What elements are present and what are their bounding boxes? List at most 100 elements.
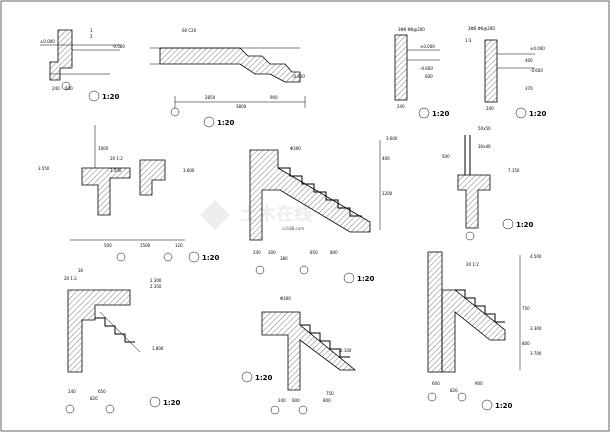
d4-note-1: 1:3 <box>465 38 472 43</box>
d6-dim-4: 380 <box>280 256 288 261</box>
d7-mark <box>502 218 514 230</box>
detail-7: 50x50 30x40 500 7.150 1:20 <box>442 126 534 241</box>
d5-elev-2: 3.600 <box>183 168 195 173</box>
detail-3: 3Φ6 Φ6@200 ±0.000 -0.600 240 600 1:20 <box>394 27 450 119</box>
d8-dim-0: 240 <box>68 389 76 394</box>
detail-8: 20 1:2 30 2.300 2.350 1.800 240 650 820 … <box>64 268 181 414</box>
d4-dim-0: 240 <box>486 106 494 111</box>
d1-elev-1: -0.060 <box>112 44 125 49</box>
d5-dim-0: 500 <box>104 243 112 248</box>
d3-scale: 1:20 <box>432 110 450 118</box>
d6-scale: 1:20 <box>357 275 375 283</box>
detail-4: 3Φ6 Φ6@200 1:3 ±0.000 -0.600 240 370 400… <box>465 26 547 119</box>
d9-dim-2: 750 <box>326 391 334 396</box>
d3-dim-1: 600 <box>425 74 433 79</box>
d5-mark <box>188 251 200 263</box>
d2-dim-1: 900 <box>270 95 278 100</box>
d10-note-1: 750 <box>522 306 530 311</box>
d8-note-0: 20 1:2 <box>64 276 77 281</box>
d10-note-0: 20 1:2 <box>466 262 479 267</box>
d10-dim-1: 820 <box>450 388 458 393</box>
d8-elev-2: 1.800 <box>152 346 164 351</box>
d9-mark <box>241 371 253 383</box>
d4-scale: 1:20 <box>529 110 547 118</box>
d9-elev: 2.100 <box>340 348 352 353</box>
d9-note-0: Φ300 <box>280 296 291 301</box>
d10-elev-2: 3.700 <box>530 351 542 356</box>
d1-note-2: 2 <box>90 34 93 39</box>
d6-dim-1: 300 <box>268 250 276 255</box>
d6-mark <box>343 272 355 284</box>
d3-elev-0: ±0.000 <box>420 44 435 49</box>
d7-dim-2: 500 <box>442 154 450 159</box>
d8-elev-1: 2.350 <box>150 284 162 289</box>
d3-elev-1: -0.600 <box>420 66 433 71</box>
d1-dim-1: 600 <box>65 86 73 91</box>
d1-elev-0: ±0.000 <box>40 39 55 44</box>
d8-elev-0: 2.300 <box>150 278 162 283</box>
d9-dim-1: 600 <box>292 398 300 403</box>
d5-elev-1: 3.500 <box>110 168 122 173</box>
d4-mark <box>515 107 527 119</box>
d8-scale: 1:20 <box>163 399 181 407</box>
d9-dim-3: 800 <box>323 398 331 403</box>
detail-5: 3.550 3.500 3.600 20 1:2 1000 500 1500 1… <box>38 125 220 263</box>
d10-dim-0: 600 <box>432 381 440 386</box>
d10-dim-2: 900 <box>475 381 483 386</box>
d4-elev-0: ±0.000 <box>530 46 545 51</box>
d2-elev: -0.600 <box>292 74 305 79</box>
d10-note-2: 800 <box>522 341 530 346</box>
d8-mark <box>149 396 161 408</box>
d2-dim-2: 3800 <box>236 104 247 109</box>
d9-scale: 1:20 <box>255 374 273 382</box>
detail-2: 60 C20 2850 900 3800 -0.600 1:20 <box>150 28 305 128</box>
detail-9: Φ300 2.100 240 600 750 800 1:20 <box>241 296 357 415</box>
d8-note-1: 30 <box>78 268 84 273</box>
d1-mark <box>88 90 100 102</box>
d6-dim-2: 850 <box>310 250 318 255</box>
d3-dim-0: 240 <box>397 104 405 109</box>
d8-dim-2: 820 <box>90 396 98 401</box>
d2-note: 60 C20 <box>182 28 197 33</box>
d2-mark <box>203 116 215 128</box>
detail-10: 20 1:2 750 800 4.500 3.300 3.700 600 820… <box>427 251 542 411</box>
d1-note-1: 1 <box>90 28 93 33</box>
d7-dim-1: 30x40 <box>478 144 491 149</box>
d5-dim-1: 1500 <box>140 243 151 248</box>
d8-dim-1: 650 <box>98 389 106 394</box>
d6-dim-0: 240 <box>253 250 261 255</box>
detail-1: ±0.000 -0.060 1 2 240 600 1:20 <box>40 28 125 102</box>
d6-elev: 3.600 <box>386 136 398 141</box>
d6-note-0: Φ300 <box>290 146 301 151</box>
d3-note-0: 3Φ6 Φ6@200 <box>398 27 425 32</box>
d6-note-1: 400 <box>382 156 390 161</box>
d4-elev-1: -0.600 <box>530 68 543 73</box>
d5-dim-2: 120 <box>175 243 183 248</box>
d5-note-0: 20 1:2 <box>110 156 123 161</box>
d6-note-2: 1200 <box>382 191 393 196</box>
d10-elev-0: 4.500 <box>530 254 542 259</box>
d4-note-0: 3Φ6 Φ6@200 <box>468 26 495 31</box>
watermark-sub: co188.com <box>282 226 304 231</box>
d5-note-1: 1000 <box>98 146 109 151</box>
d5-scale: 1:20 <box>202 254 220 262</box>
d1-dim-0: 240 <box>52 86 60 91</box>
d4-dim-2: 400 <box>525 58 533 63</box>
d2-scale: 1:20 <box>217 119 235 127</box>
d7-dim-0: 50x50 <box>478 126 491 131</box>
d10-mark <box>481 399 493 411</box>
d2-dim-0: 2850 <box>205 95 216 100</box>
d4-dim-1: 370 <box>525 86 533 91</box>
d5-elev-0: 3.550 <box>38 166 50 171</box>
d6-dim-3: 800 <box>330 250 338 255</box>
d1-scale: 1:20 <box>102 93 120 101</box>
d10-scale: 1:20 <box>495 402 513 410</box>
d9-dim-0: 240 <box>278 398 286 403</box>
detail-6: Φ300 400 1200 3.600 240 300 850 800 380 … <box>249 136 398 284</box>
d10-elev-1: 3.300 <box>530 326 542 331</box>
d3-mark <box>418 107 430 119</box>
d7-scale: 1:20 <box>516 221 534 229</box>
